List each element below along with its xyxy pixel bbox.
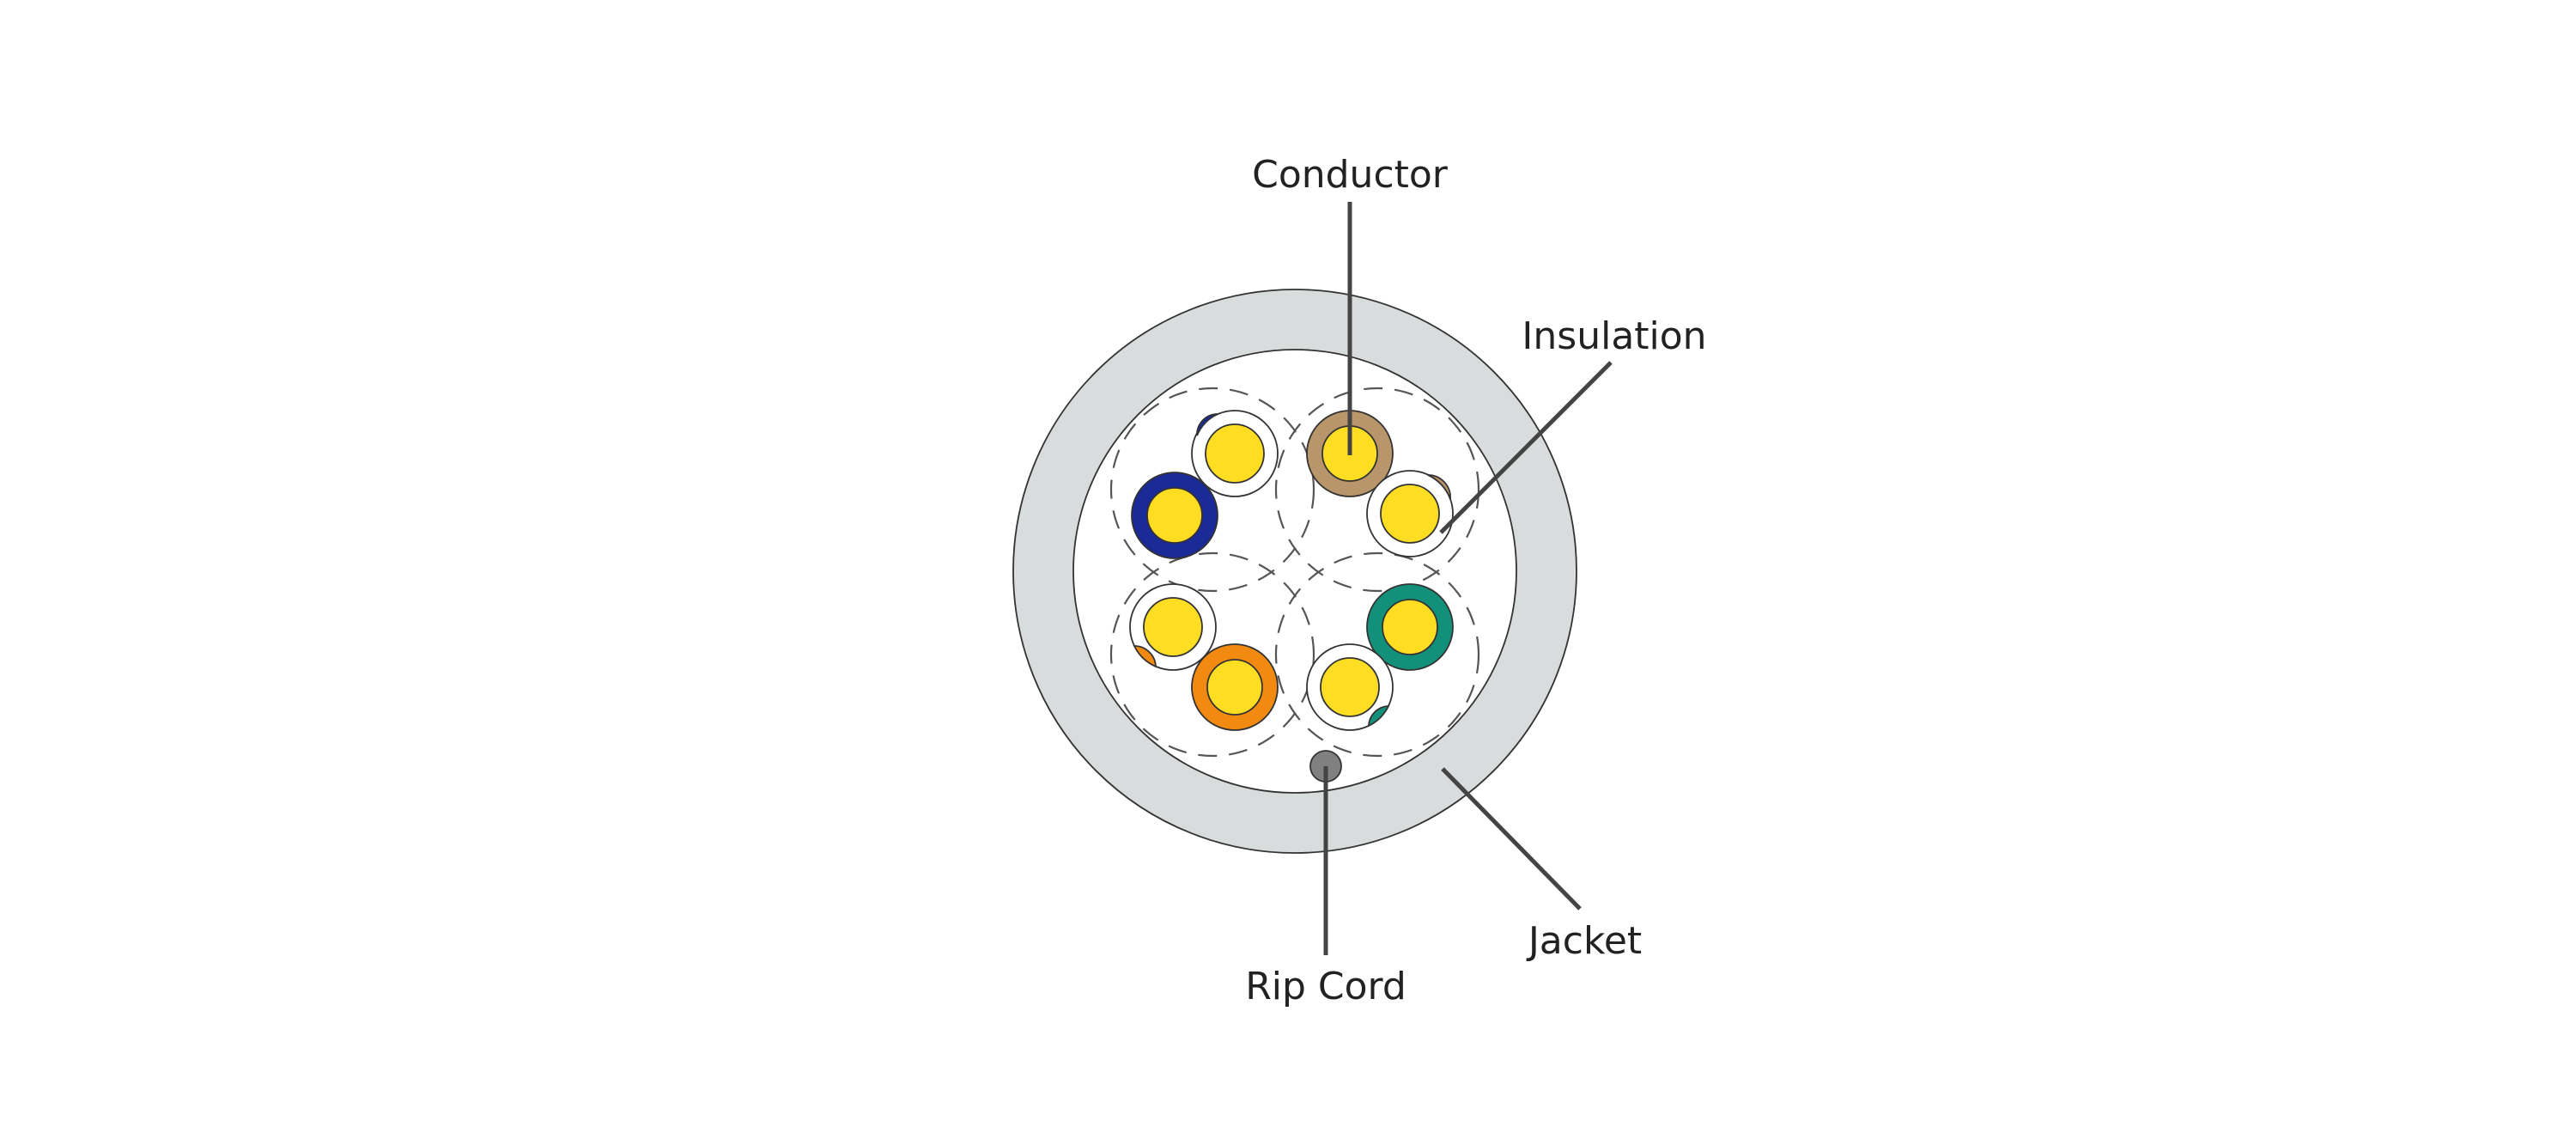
wire-blue-conductor: [1146, 487, 1203, 544]
insulation-leader-line: [1439, 361, 1613, 534]
wire-white-brown-stripe: [1427, 474, 1451, 500]
pair-blue: [1131, 410, 1279, 559]
pair-boundary-green: [1274, 551, 1480, 758]
pair-boundary-brown: [1274, 387, 1480, 593]
conductor-label: Conductor: [1252, 153, 1449, 197]
pair-orange: [1129, 583, 1279, 731]
wire-white-brown-conductor: [1380, 484, 1440, 544]
cable-core: [1072, 349, 1517, 794]
pair-green: [1306, 583, 1454, 731]
pair-boundary-orange: [1109, 551, 1315, 758]
jacket-leader-line: [1441, 767, 1582, 911]
wire-white-orange-conductor: [1143, 597, 1203, 657]
jacket-label: Jacket: [1526, 919, 1642, 963]
wire-green-conductor: [1382, 599, 1438, 655]
wire-white-green-conductor: [1320, 657, 1380, 717]
wire-white-blue-stripe: [1196, 413, 1218, 436]
wire-white-orange-stripe: [1133, 645, 1157, 668]
pair-boundary-blue: [1109, 387, 1315, 593]
pair-boundaries: [1109, 387, 1480, 758]
wire-white-green-stripe: [1368, 705, 1390, 728]
insulation-label: Insulation: [1522, 314, 1706, 358]
wire-white-blue-conductor: [1205, 423, 1265, 484]
wire-orange-conductor: [1206, 659, 1263, 716]
rip-cord-label: Rip Cord: [1245, 965, 1406, 1008]
